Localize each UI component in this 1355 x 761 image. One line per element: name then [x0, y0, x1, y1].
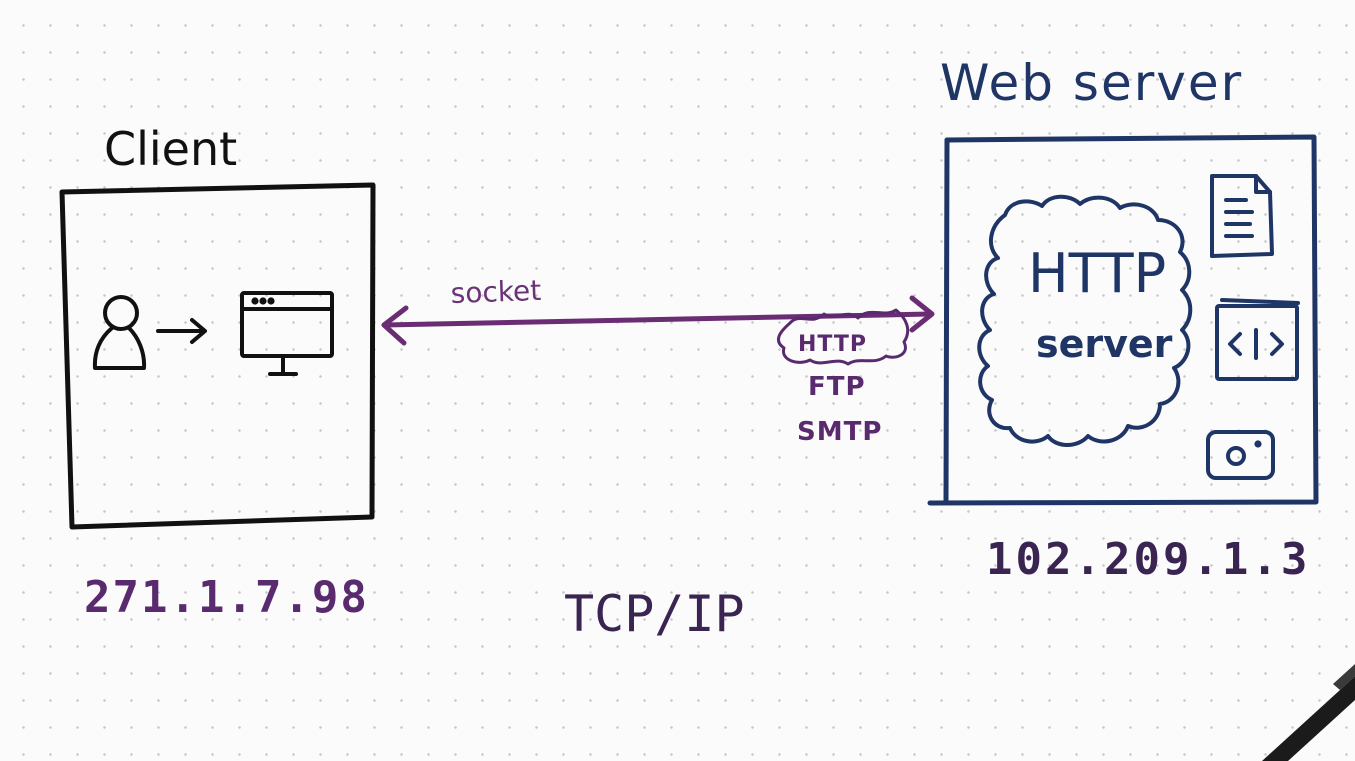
server-title: Web server — [940, 54, 1243, 112]
network-protocol-label: TCP/IP — [564, 585, 745, 643]
client-title: Client — [104, 122, 237, 176]
protocol-ftp: FTP — [808, 372, 866, 402]
cloud-label-http: HTTP — [1028, 242, 1166, 305]
server-ip-address: 102.209.1.3 — [986, 534, 1310, 585]
computer-icon — [240, 291, 334, 376]
protocol-smtp: SMTP — [797, 417, 882, 447]
code-file-icon — [1215, 298, 1300, 381]
document-icon — [1210, 174, 1274, 258]
http-protocol-highlight — [777, 308, 910, 366]
client-box — [59, 182, 376, 530]
server-box — [927, 134, 1319, 506]
camera-icon — [1206, 430, 1275, 480]
http-server-cloud — [977, 194, 1193, 447]
bidirectional-arrow — [381, 295, 935, 346]
client-ip-address: 271.1.7.98 — [84, 572, 369, 623]
cloud-label-server: server — [1036, 322, 1173, 366]
arrow-right-icon — [156, 318, 207, 344]
protocol-http: HTTP — [798, 332, 867, 357]
user-icon — [92, 295, 147, 370]
socket-label: socket — [450, 274, 542, 310]
stylus-pen-icon — [1262, 664, 1355, 761]
